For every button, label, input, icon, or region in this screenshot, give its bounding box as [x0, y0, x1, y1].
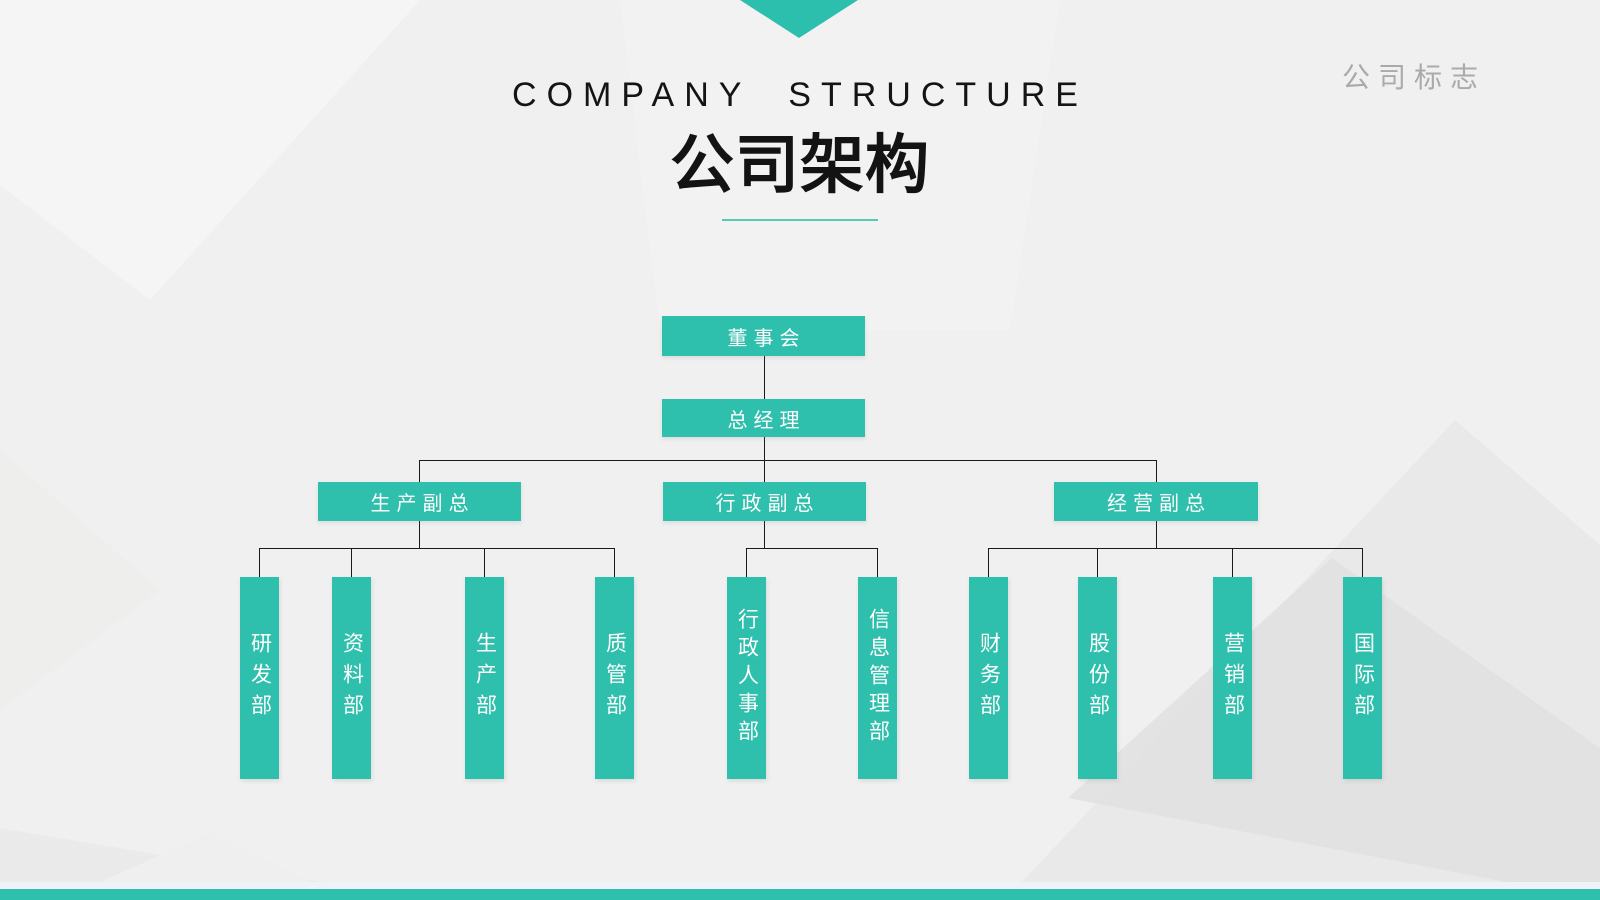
footer-light-band: [0, 882, 1600, 889]
dept-admin-hr-column: 行政人事部: [727, 577, 766, 779]
dept-info-mgmt-column: 信息管理部: [858, 577, 897, 779]
dept-marketing-column: 营销部: [1213, 577, 1252, 779]
dept-finance-column: 财务部: [969, 577, 1008, 779]
board-of-directors-box: 董事会: [662, 316, 865, 356]
dept-shares-column: 股份部: [1078, 577, 1117, 779]
vp-operations-box: 经营副总: [1054, 482, 1258, 521]
page-title: 公司架构: [670, 129, 930, 201]
footer-accent-bar: [0, 889, 1600, 900]
logo-placeholder-text: 公司标志: [1342, 63, 1487, 94]
subtitle-en: COMPANY STRUCTURE: [512, 76, 1088, 114]
title-underline: [722, 219, 878, 221]
dept-production-column: 生产部: [465, 577, 504, 779]
dept-data-column: 资料部: [332, 577, 371, 779]
vp-production-box: 生产副总: [318, 482, 521, 521]
dept-international-column: 国际部: [1343, 577, 1382, 779]
dept-rnd-column: 研发部: [240, 577, 279, 779]
general-manager-box: 总经理: [662, 399, 865, 437]
vp-admin-box: 行政副总: [663, 482, 866, 521]
dept-quality-column: 质管部: [595, 577, 634, 779]
